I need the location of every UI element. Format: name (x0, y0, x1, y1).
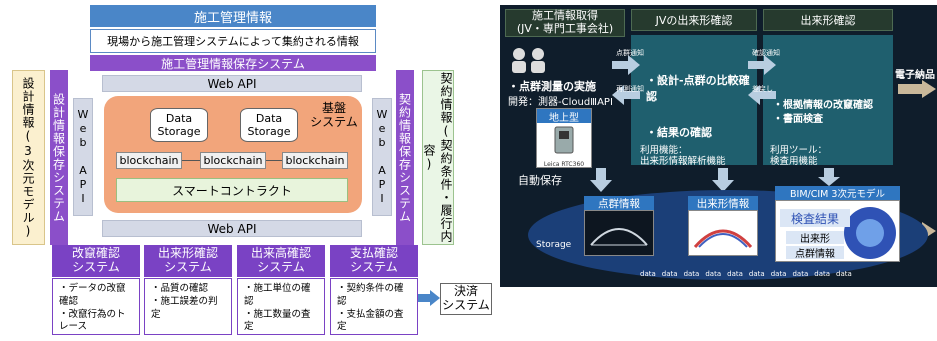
col2-tool: 利用機能： 出来形情報解析機能 (640, 145, 726, 168)
blockchain-node-2: blockchain (200, 152, 266, 169)
col-head-dekigata-check: 出来形確認 (763, 9, 893, 31)
payment-check-body: ・契約条件の確認 ・支払金額の査定 (330, 278, 418, 335)
result-title: 検査結果 (780, 209, 850, 227)
dekigata-check-head: 出来形確認 システム (144, 245, 232, 277)
arrow-label-3: 確認通知 (752, 49, 780, 57)
arrow-label-2: 再測通知 (616, 85, 644, 93)
list-item: ・データの改竄確認 (59, 283, 126, 307)
dekigata-card (688, 210, 758, 256)
data-storage-1: Data Storage (150, 108, 208, 142)
arrows-col1-col2 (612, 55, 640, 105)
list-item: ・改竄行為のトレース (59, 308, 126, 333)
smart-contract: スマートコントラクト (116, 178, 348, 202)
col1-line-survey: ・点群測量の実施 (508, 80, 596, 93)
contract-storage-system: 契約情報保存システム (396, 70, 414, 245)
data-tag: data (770, 270, 787, 278)
person-icon (512, 48, 545, 73)
dekidaka-check-head: 出来高確認 システム (237, 245, 325, 277)
pointcloud-label: 点群情報 (584, 196, 654, 210)
pointcloud-icon (590, 228, 648, 246)
settlement-system: 決済 システム (440, 283, 492, 315)
down-arrow-2 (712, 168, 734, 192)
col3-tool: 利用ツール： 検査用機能 (770, 145, 828, 168)
contract-info-box: 契約情報(契約条件・履行内容) (422, 70, 454, 245)
arrows-col2-col3 (748, 55, 776, 105)
blockchain-node-1: blockchain (116, 152, 182, 169)
tamper-check-body: ・データの改竄確認 ・改竄行為のトレース (52, 278, 140, 335)
result-item-dekigata: 出来形 (786, 231, 844, 245)
data-tag: data (748, 270, 765, 278)
worker-icons (510, 46, 550, 76)
col2-line-result: ・結果の確認 (646, 126, 712, 139)
arrow-to-settlement (418, 290, 440, 306)
web-api-right: Web API (372, 98, 392, 216)
col-head-acquire: 施工情報取得 (JV・専門工事会社) (505, 9, 625, 37)
bim-model-icon (844, 207, 896, 259)
col2-panel (631, 35, 757, 165)
col3-panel (763, 35, 893, 165)
bim-label: BIM/CIM 3次元モデル (775, 186, 900, 200)
design-info-box: 設計情報(3次元モデル) (12, 70, 45, 245)
payment-check-head: 支払確認 システム (330, 245, 418, 277)
data-tag: data (705, 270, 722, 278)
col-head-jv-check: JVの出来形確認 (631, 9, 757, 31)
delivery-arrow (898, 80, 936, 98)
data-tag: data (836, 270, 852, 278)
col3-line-document: ・書面検査 (773, 114, 823, 125)
bim-card: 検査結果 出来形 点群情報 (775, 200, 900, 262)
auto-save-label: 自動保存 (518, 174, 562, 187)
down-arrow-3 (818, 168, 840, 186)
down-arrow-1 (590, 168, 612, 192)
dekigata-label: 出来形情報 (688, 196, 758, 210)
data-tag: data (792, 270, 809, 278)
col3-line-tamper: ・根拠情報の改竄確認 (773, 100, 873, 111)
arrow-label-4: 差戻し (752, 85, 773, 93)
list-item: ・施工誤差の判定 (151, 295, 218, 320)
data-tag: data (683, 270, 700, 278)
device-label: 地上型 (537, 109, 591, 124)
web-api-bottom: Web API (102, 220, 362, 237)
result-item-pointcloud: 点群情報 (786, 246, 844, 260)
device-caption: Leica RTC360 (543, 161, 585, 168)
data-tag: data (814, 270, 831, 278)
design-storage-system: 設計情報保存システム (50, 70, 68, 245)
col1-line-dev: 開発：測器-CloudⅢAPI (508, 97, 613, 108)
data-tag: data (727, 270, 743, 278)
data-tag-row: data data data data data data data data … (640, 270, 900, 282)
dekigata-icon (693, 229, 753, 248)
list-item: ・施工数量の査定 (244, 308, 311, 333)
web-api-top: Web API (102, 75, 362, 92)
storage-system-bar: 施工管理情報保存システム (90, 55, 376, 71)
electronic-delivery: 電子納品 (895, 70, 935, 81)
list-item: ・契約条件の確認 (337, 283, 404, 307)
data-tag: data (661, 270, 678, 278)
top-subtitle: 現場から施工管理システムによって集約される情報 (90, 29, 376, 53)
arrow-label-1: 点群通知 (616, 49, 644, 57)
data-tag: data (640, 270, 656, 278)
col2-line-compare: ・設計-点群の比較確認 (646, 74, 750, 103)
list-item: ・施工単位の確認 (244, 283, 311, 307)
data-storage-2: Data Storage (240, 108, 298, 142)
base-system-label: 基盤 システム (310, 101, 358, 129)
list-item: ・支払金額の査定 (337, 308, 404, 333)
pointcloud-card (584, 210, 654, 256)
scanner-icon (554, 126, 574, 154)
tamper-check-head: 改竄確認 システム (52, 245, 140, 277)
device-card: 地上型 Leica RTC360 (536, 108, 592, 168)
dekigata-check-body: ・品質の確認 ・施工誤差の判定 (144, 278, 232, 335)
list-item: ・品質の確認 (151, 283, 209, 294)
dekidaka-check-body: ・施工単位の確認 ・施工数量の査定 (237, 278, 325, 335)
web-api-left: Web API (73, 98, 93, 216)
top-title: 施工管理情報 (90, 5, 376, 27)
storage-word: Storage (536, 240, 572, 250)
blockchain-node-3: blockchain (282, 152, 348, 169)
